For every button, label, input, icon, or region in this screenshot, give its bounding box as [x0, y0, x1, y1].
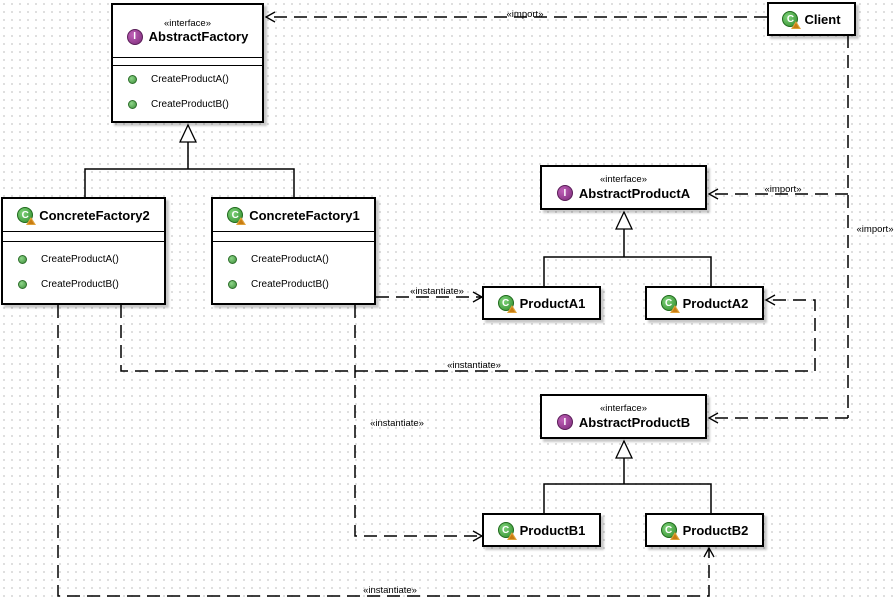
class-name: AbstractProductB [578, 414, 691, 430]
public-method-icon [18, 255, 27, 264]
instantiate-label-producta2: «instantiate» [447, 360, 501, 371]
class-name: ProductB1 [519, 522, 586, 538]
class-client[interactable]: C Client [767, 2, 856, 36]
instantiate-edge-productb1 [354, 305, 484, 542]
method-item: CreateProductB() [113, 92, 262, 117]
interface-icon: I [556, 414, 573, 430]
realization-factories [84, 125, 295, 197]
stereotype-label: «interface» [163, 17, 211, 29]
class-producta2[interactable]: C ProductA2 [645, 286, 764, 320]
class-icon: C [782, 11, 802, 29]
method-name: CreateProductA() [251, 254, 329, 265]
import-label-abstractproducta: «import» [765, 184, 802, 195]
method-item: CreateProductA() [213, 247, 374, 272]
method-name: CreateProductB() [151, 99, 229, 110]
public-method-icon [18, 280, 27, 289]
public-method-icon [128, 75, 137, 84]
stereotype-label: «interface» [599, 403, 647, 414]
import-label-abstractfactory: «import» [507, 9, 544, 20]
class-abstractproductb[interactable]: «interface» I AbstractProductB [540, 394, 707, 439]
class-icon: C [660, 522, 680, 540]
method-name: CreateProductB() [41, 279, 119, 290]
method-name: CreateProductA() [41, 254, 119, 265]
class-name: AbstractFactory [148, 29, 249, 44]
public-method-icon [228, 280, 237, 289]
instantiate-edge-producta2 [120, 294, 816, 372]
class-concretefactory1[interactable]: C ConcreteFactory1 CreateProductA() Crea… [211, 197, 376, 305]
class-abstractfactory[interactable]: «interface» I AbstractFactory CreateProd… [111, 3, 264, 123]
class-productb2[interactable]: C ProductB2 [645, 513, 764, 547]
class-name: ProductB2 [682, 522, 749, 538]
public-method-icon [228, 255, 237, 264]
instantiate-label-productb2: «instantiate» [363, 585, 417, 596]
method-name: CreateProductB() [251, 279, 329, 290]
method-item: CreateProductA() [113, 67, 262, 92]
class-icon: C [227, 207, 247, 225]
class-name: Client [804, 11, 841, 27]
class-name: ConcreteFactory2 [39, 207, 150, 223]
interface-icon: I [126, 28, 143, 45]
instantiate-edge-productb2 [57, 305, 715, 597]
class-name: ProductA1 [519, 295, 586, 311]
instantiate-label-producta1: «instantiate» [410, 286, 464, 297]
method-item: CreateProductB() [3, 272, 164, 297]
class-icon: C [17, 207, 37, 225]
class-abstractproducta[interactable]: «interface» I AbstractProductA [540, 165, 707, 210]
class-concretefactory2[interactable]: C ConcreteFactory2 CreateProductA() Crea… [1, 197, 166, 305]
method-name: CreateProductA() [151, 74, 229, 85]
interface-icon: I [556, 185, 573, 201]
method-item: CreateProductB() [213, 272, 374, 297]
public-method-icon [128, 100, 137, 109]
method-item: CreateProductA() [3, 247, 164, 272]
class-name: AbstractProductA [578, 185, 691, 201]
realization-products-a [543, 212, 712, 286]
class-name: ConcreteFactory1 [249, 207, 360, 223]
instantiate-label-productb1: «instantiate» [370, 418, 424, 429]
class-producta1[interactable]: C ProductA1 [482, 286, 601, 320]
realization-products-b [543, 441, 712, 513]
import-label-abstractproductb: «import» [857, 224, 894, 235]
class-icon: C [497, 522, 517, 540]
class-icon: C [497, 295, 517, 313]
stereotype-label: «interface» [599, 174, 647, 185]
class-productb1[interactable]: C ProductB1 [482, 513, 601, 547]
class-icon: C [660, 295, 680, 313]
class-name: ProductA2 [682, 295, 749, 311]
